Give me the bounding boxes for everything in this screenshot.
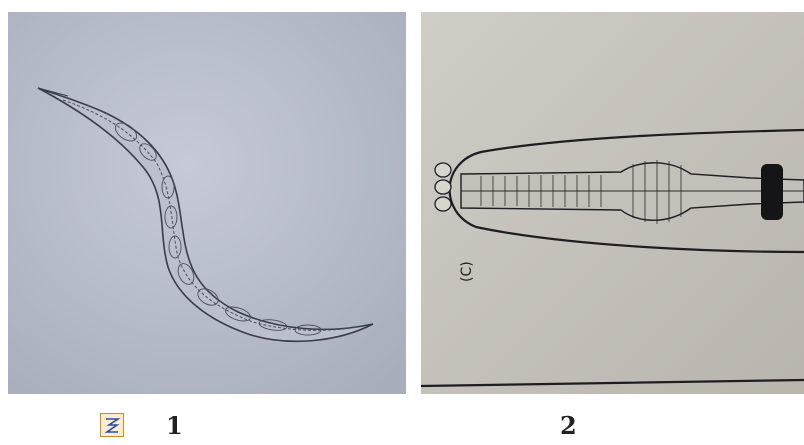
nematode-whole-drawing bbox=[8, 12, 406, 394]
nematode-head-drawing: (C) bbox=[421, 12, 804, 394]
panel-inset-label: (C) bbox=[459, 261, 475, 282]
nematode-head-closeup-photo: (C) bbox=[421, 12, 804, 394]
panel-caption-1: 1 bbox=[166, 412, 183, 440]
panel-caption-2: 2 bbox=[560, 412, 577, 440]
document-zigzag-icon[interactable] bbox=[100, 413, 124, 437]
nematode-whole-body-photo bbox=[8, 12, 406, 394]
